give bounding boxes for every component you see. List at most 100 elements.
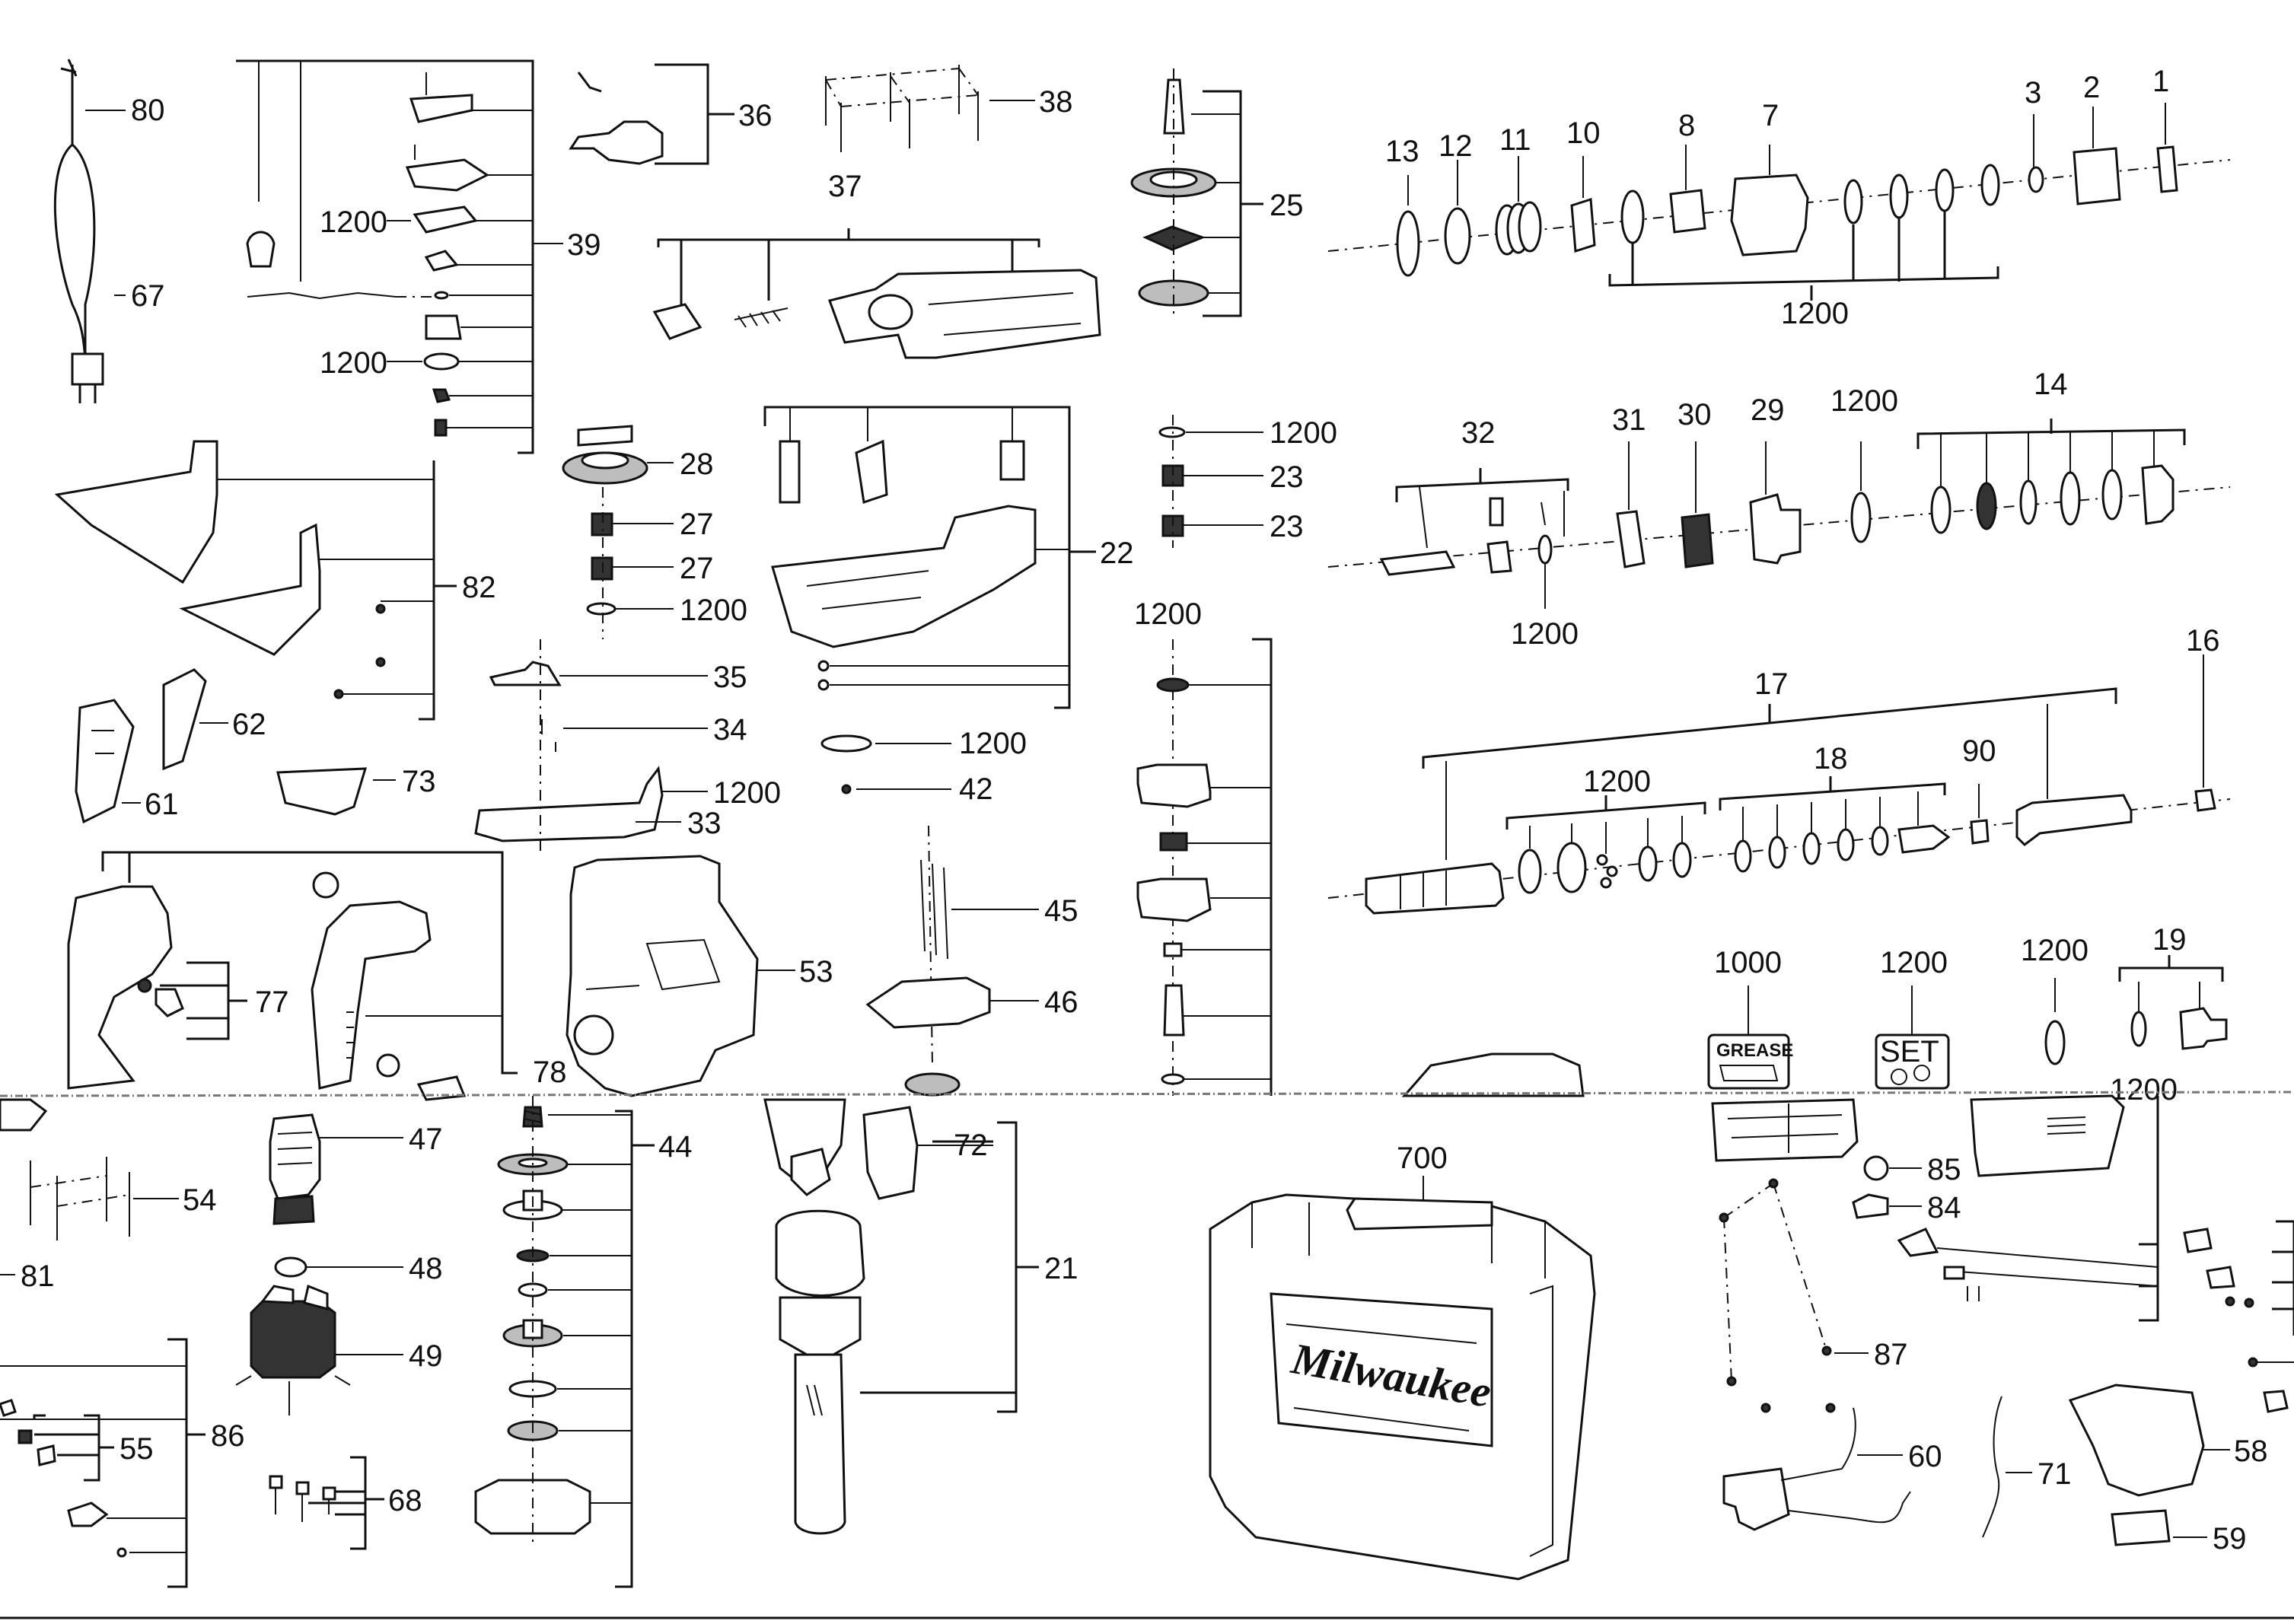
power-cord-group [53,59,126,403]
switch-group-39 [236,59,563,454]
clutch-stack-44 [474,1096,655,1588]
label-71: 71 [2038,1457,2072,1491]
label-85: 85 [1927,1153,1961,1186]
label-73: 73 [402,765,436,798]
label-49: 49 [409,1339,443,1373]
label-77: 77 [255,986,289,1019]
seal-set-box: SET [1875,986,1950,1090]
label-55: 55 [119,1432,154,1466]
label-1200-i: 1200 [1583,765,1651,798]
armature-47 [269,1113,403,1278]
part-19 [2118,955,2228,1050]
label-1200-f: 1200 [1270,416,1337,450]
label-35: 35 [713,661,747,694]
label-58: 58 [2234,1435,2268,1468]
gearbox-22 [763,406,1096,794]
label-28: 28 [680,447,714,481]
label-18: 18 [1814,742,1848,775]
label-38: 38 [1039,85,1073,119]
clutch-column: 1200 [1134,597,1273,1096]
label-32: 32 [1461,416,1496,450]
screws-54 [30,1157,179,1240]
label-68: 68 [388,1484,422,1517]
label-84: 84 [1927,1191,1961,1224]
label-48: 48 [409,1252,443,1285]
label-19: 19 [2152,923,2187,957]
label-81: 81 [21,1259,55,1293]
guard-82 [54,440,457,721]
label-1: 1 [2152,65,2169,98]
label-1200-d: 1200 [713,776,781,810]
label-2: 2 [2083,71,2100,104]
label-87: 87 [1874,1338,1908,1371]
grease-tube: GREASE [1707,986,1793,1090]
screws-68 [269,1456,384,1550]
label-29: 29 [1751,393,1785,427]
part-62 [162,668,228,771]
label-1200-m: 1200 [2110,1073,2178,1107]
label-13: 13 [1385,135,1419,168]
label-14: 14 [2034,368,2068,401]
label-53: 53 [799,955,833,989]
label-36: 36 [738,99,773,132]
label-60: 60 [1908,1440,1942,1473]
screws-38 [825,65,1035,152]
set-text: SET [1880,1035,1939,1068]
label-44: 44 [658,1130,693,1164]
label-1200-a: 1200 [320,205,387,239]
oring-1200 [2044,978,2066,1065]
label-16: 16 [2186,624,2220,658]
label-31: 31 [1612,403,1646,437]
grease-text: GREASE [1716,1040,1793,1061]
housing-78 [67,851,518,1101]
gear-housing-37 [652,228,1101,359]
label-plate-73 [276,767,396,816]
label-80: 80 [131,94,165,127]
label-27-b: 27 [680,552,714,585]
label-1200-l: 1200 [2021,934,2088,967]
label-27-a: 27 [680,508,714,541]
label-10: 10 [1566,116,1601,150]
label-1200-e: 1200 [959,727,1027,760]
label-61: 61 [145,788,179,821]
label-1200-c: 1200 [680,594,747,627]
label-23-a: 23 [1270,460,1304,494]
label-12: 12 [1439,129,1473,163]
carrying-case-700: Milwaukee [1209,1176,1596,1581]
spindle-assembly-lower [1327,654,2231,915]
side-handle-21 [763,1098,1039,1535]
gear-set-25 [1130,68,1263,320]
spindle-assembly-top [1327,103,2231,301]
drive-gear-28 [562,425,674,639]
label-46: 46 [1044,986,1078,1019]
brush-group-86 [0,1338,206,1588]
stator-49 [235,1284,403,1415]
label-33: 33 [687,807,722,840]
label-3: 3 [2025,76,2041,110]
label-11: 11 [1499,123,1531,157]
label-59: 59 [2213,1522,2247,1556]
label-82: 82 [462,571,496,604]
parts-35-34-33 [474,639,708,852]
electronics-module [1711,1094,2294,1546]
label-22: 22 [1100,537,1134,570]
label-1000: 1000 [1714,946,1782,979]
label-700: 700 [1397,1142,1448,1175]
label-78: 78 [533,1056,567,1089]
label-90: 90 [1962,734,1996,768]
label-1200-g: 1200 [1511,617,1579,651]
label-34: 34 [713,713,747,747]
label-1200-k: 1200 [1880,946,1948,979]
bearings-23 [1158,415,1263,548]
label-72: 72 [954,1129,988,1162]
label-67: 67 [131,279,165,313]
label-42: 42 [959,772,993,806]
label-23-b: 23 [1270,510,1304,543]
label-25: 25 [1270,189,1304,222]
label-21: 21 [1044,1252,1078,1285]
label-30: 30 [1677,398,1712,431]
label-62: 62 [232,708,266,741]
motor-housing-53 [566,855,795,1097]
label-1200-b: 1200 [320,346,387,380]
